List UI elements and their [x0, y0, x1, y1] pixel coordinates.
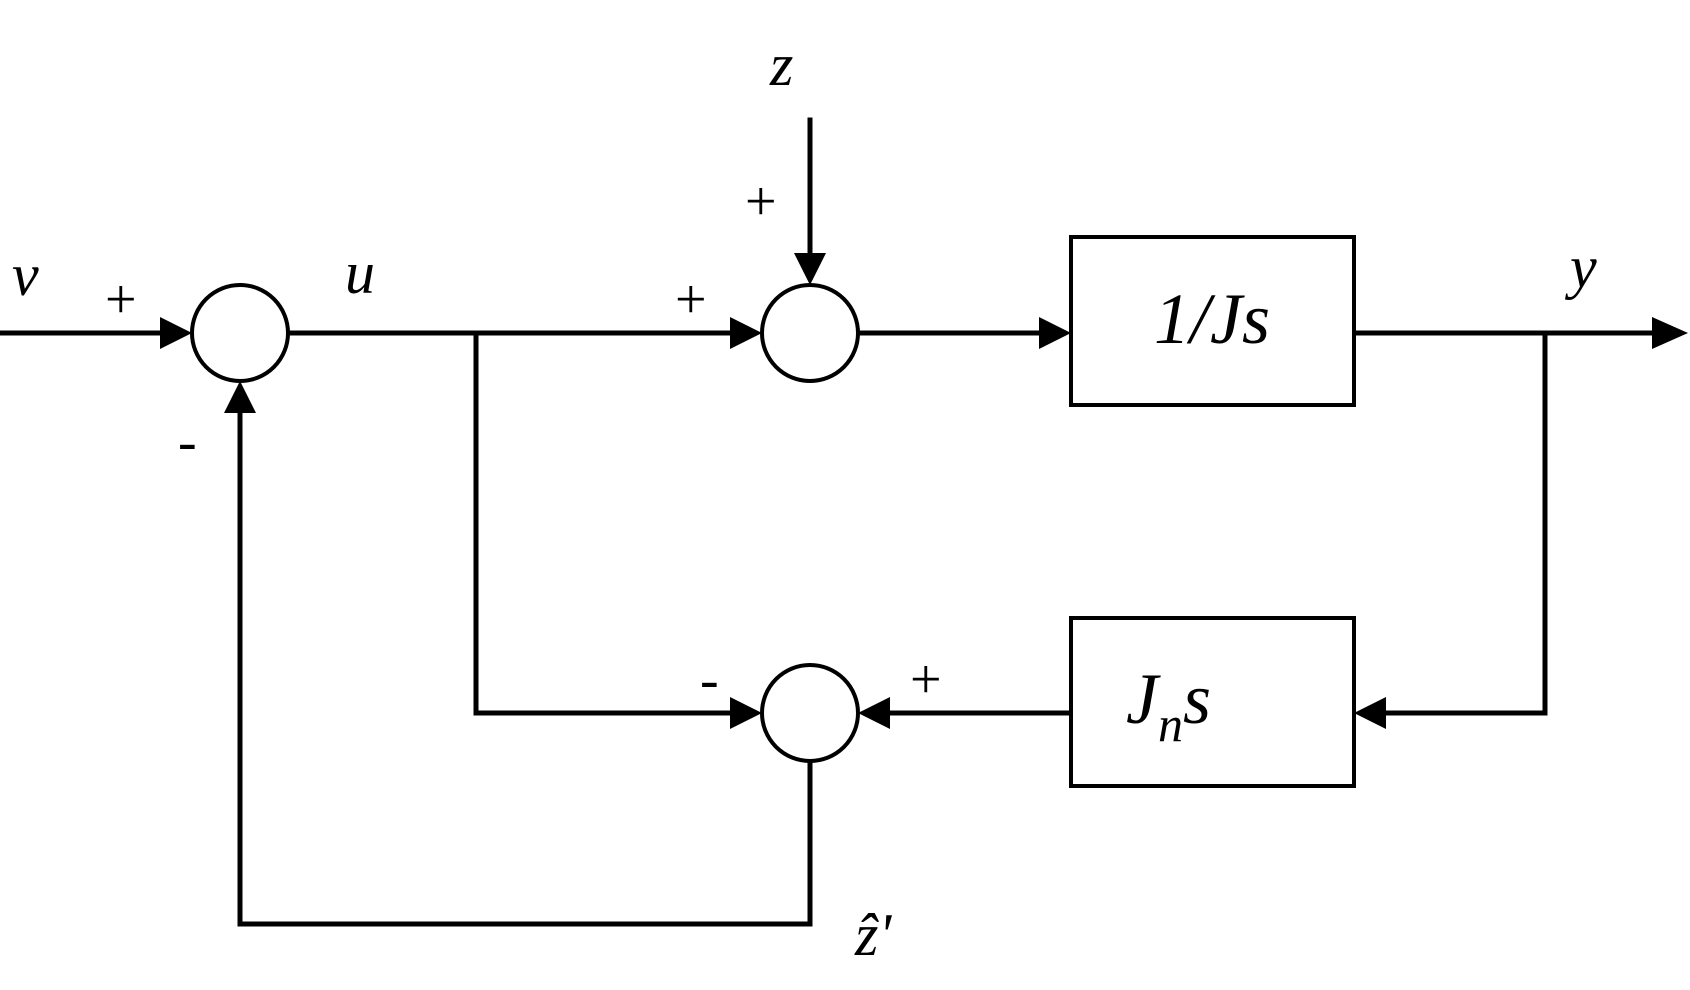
- arrow-y-output: [1652, 317, 1688, 349]
- signal-label-u: u: [345, 240, 375, 306]
- sign-sum1-feedback: -: [178, 411, 197, 473]
- nominal-model-block-label: Jns: [1126, 659, 1211, 752]
- arrow-into-sum1-bottom: [224, 381, 256, 413]
- sign-sum2-z: +: [745, 171, 777, 233]
- arrow-into-sum3-right: [858, 697, 890, 729]
- arrow-into-jn-block: [1354, 697, 1386, 729]
- signal-label-y: y: [1564, 234, 1597, 300]
- nominal-model-s: s: [1183, 659, 1211, 739]
- arrow-into-sum2-top: [794, 253, 826, 285]
- signal-label-z: z: [769, 32, 793, 98]
- sign-sum3-u: -: [700, 649, 719, 711]
- wire-y-feedback: [1375, 330, 1548, 716]
- arrow-into-sum3-left: [730, 697, 762, 729]
- wire-zhat-feedback: [237, 402, 813, 927]
- nominal-model-block: [1069, 616, 1356, 788]
- arrow-into-plant: [1039, 317, 1071, 349]
- summing-junction-1: [190, 283, 290, 383]
- summing-junction-3: [760, 663, 860, 763]
- nominal-model-subscript-n: n: [1158, 696, 1183, 752]
- sign-sum2-u: +: [675, 269, 707, 331]
- plant-block-label: 1/Js: [1154, 279, 1270, 359]
- signal-label-v: v: [12, 242, 39, 308]
- arrow-into-sum2-left: [730, 317, 762, 349]
- plant-block: [1069, 235, 1356, 407]
- sign-sum3-jn: +: [910, 649, 942, 711]
- sign-sum1-v: +: [105, 269, 137, 331]
- arrow-into-sum1-left: [160, 317, 192, 349]
- signal-label-z-hat-prime: ẑ': [854, 902, 892, 968]
- wire-u-branch-to-sum3: [473, 330, 733, 716]
- summing-junction-2: [760, 283, 860, 383]
- nominal-model-j: J: [1126, 659, 1161, 739]
